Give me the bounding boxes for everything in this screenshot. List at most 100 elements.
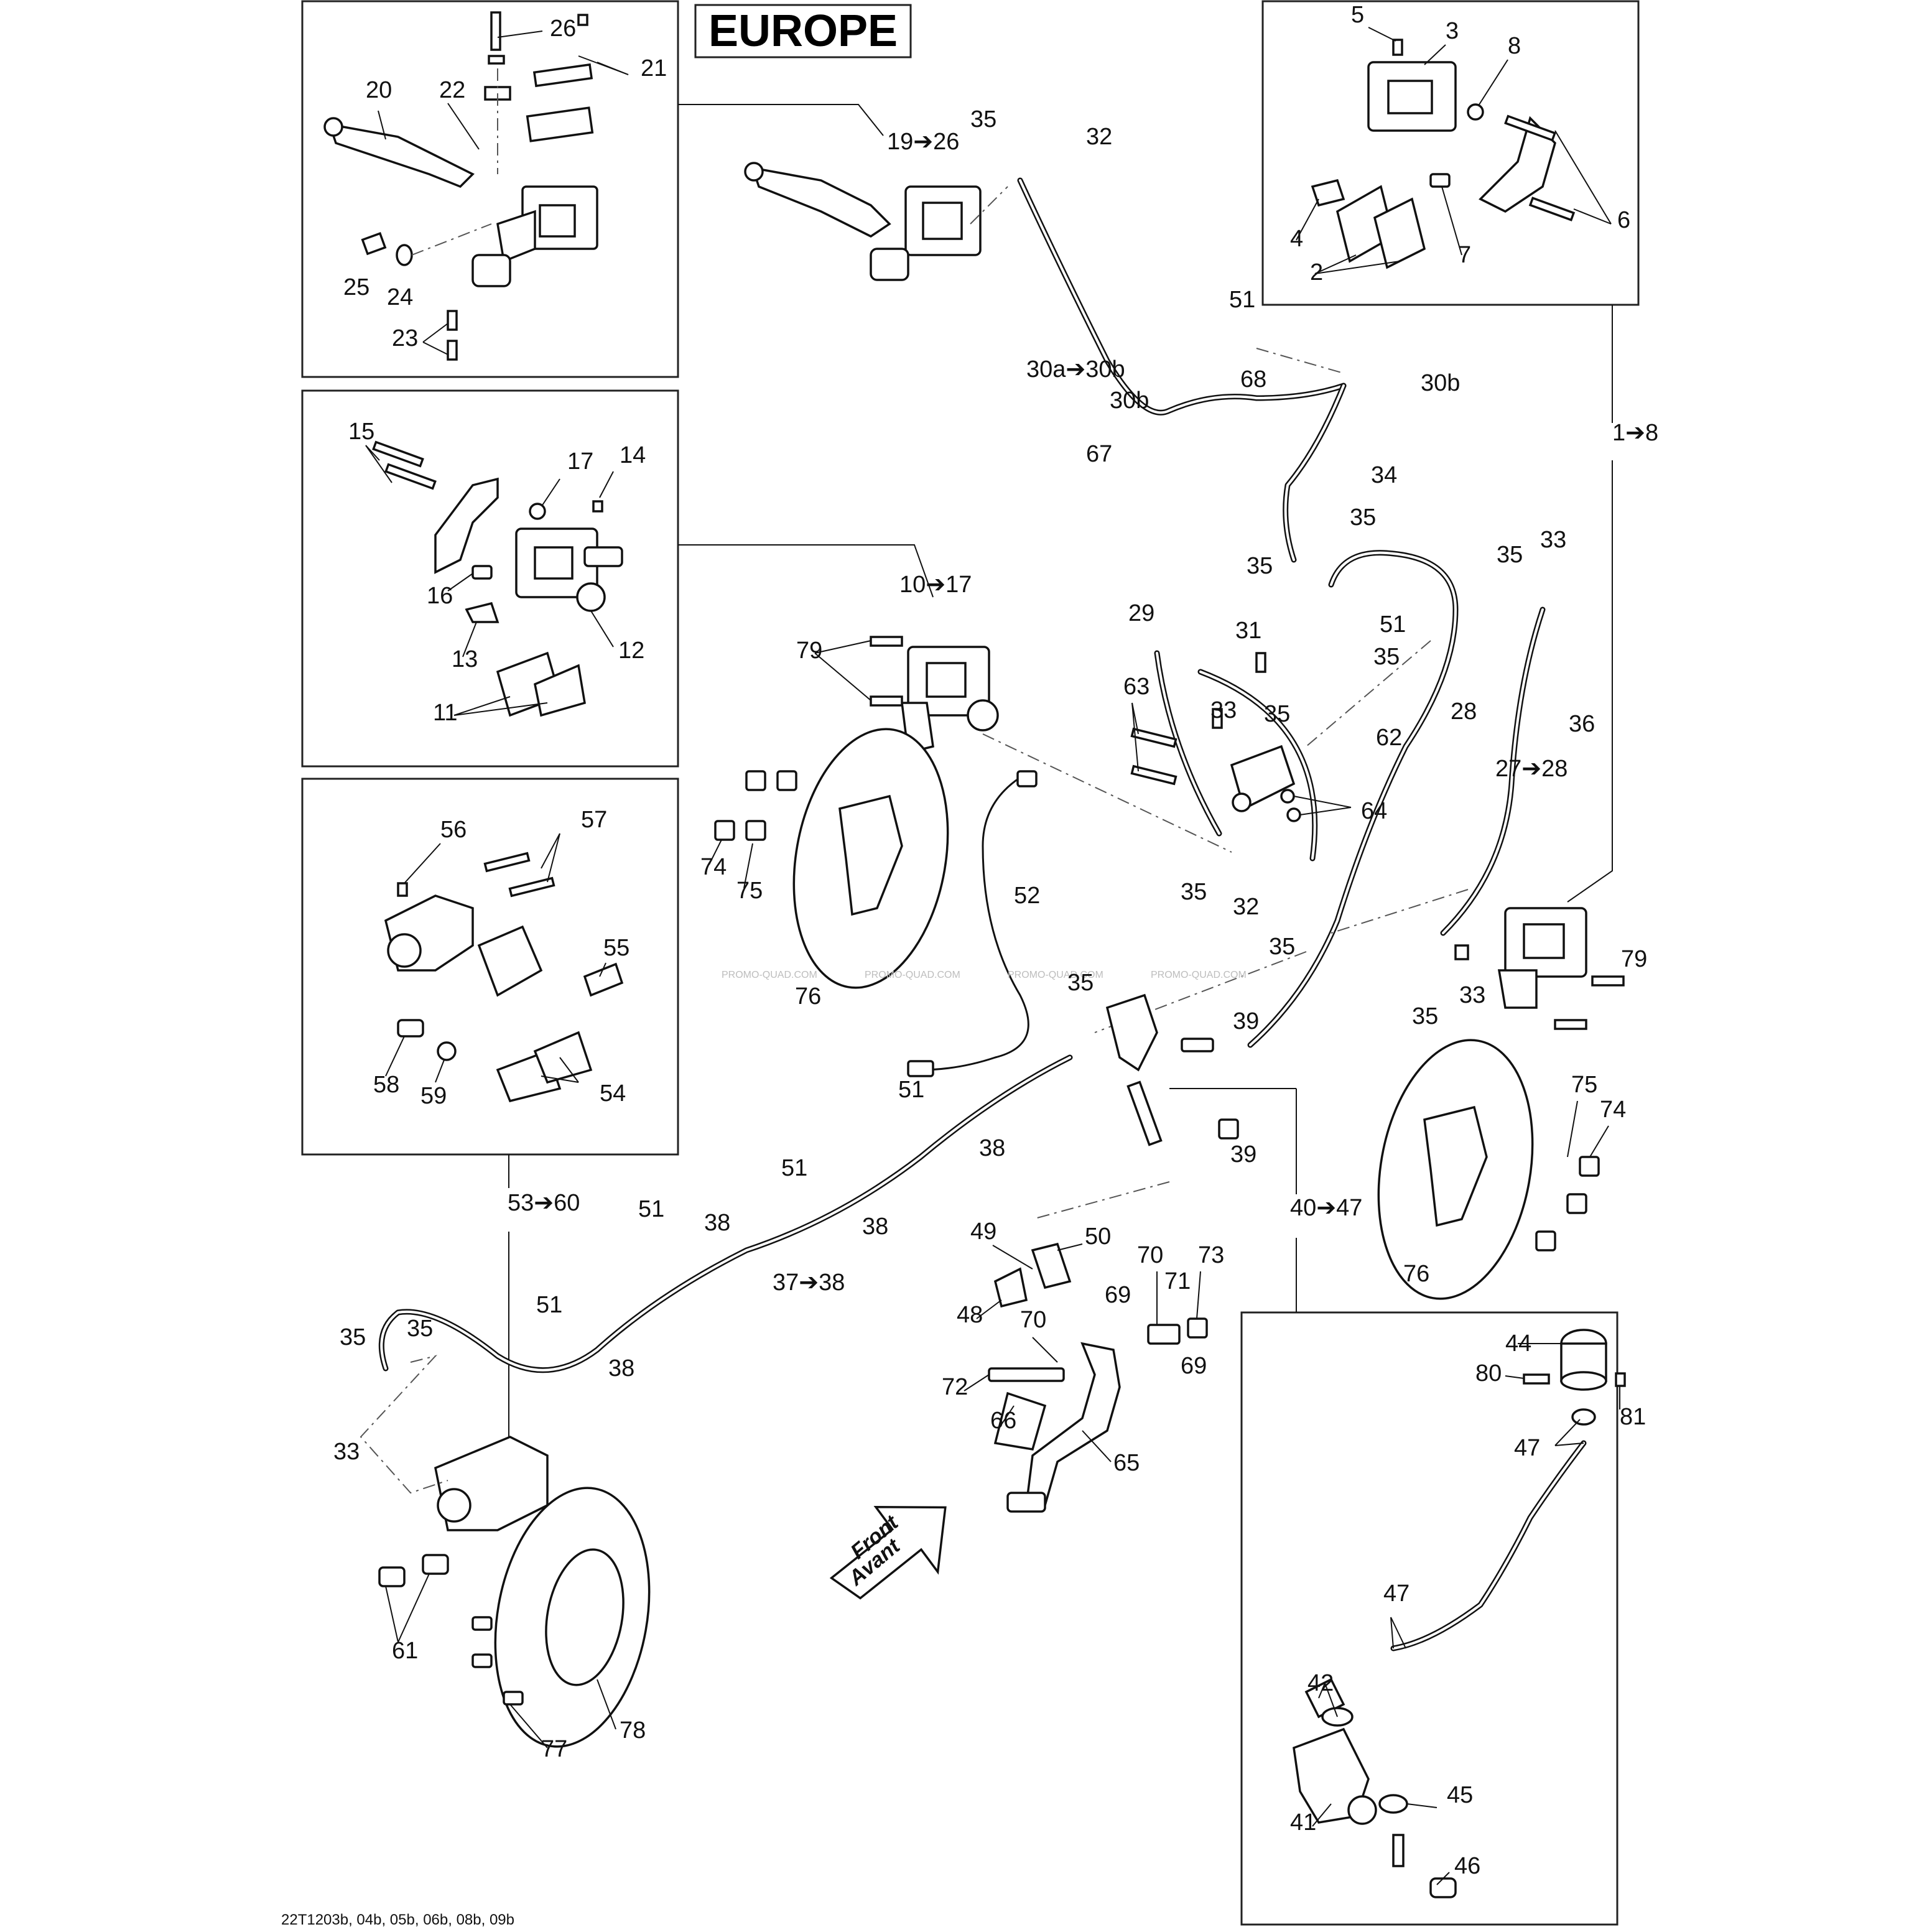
- callout-l47b: 47: [1383, 1581, 1410, 1607]
- brake-light-switch: [1032, 993, 1239, 1220]
- callout-l51e: 51: [638, 1196, 664, 1222]
- callout-l33c: 33: [1459, 982, 1485, 1008]
- callout-l53_60: 53➔60: [508, 1190, 580, 1216]
- callout-l49: 49: [970, 1219, 996, 1245]
- callout-l47a: 47: [1514, 1435, 1540, 1461]
- callout-l21: 21: [641, 55, 667, 81]
- callout-l75b: 75: [1571, 1072, 1597, 1098]
- brake-distribution-block: [1130, 652, 1352, 822]
- callout-l35j: 35: [1412, 1003, 1438, 1029]
- callout-l34: 34: [1371, 462, 1397, 488]
- diagram-title: EUROPE: [708, 6, 898, 56]
- rear-master-cylinder-inset-parts: [1293, 1329, 1626, 1898]
- main-front-right-caliper: [1454, 907, 1625, 1030]
- callout-l42: 42: [1307, 1670, 1334, 1696]
- callout-l76b: 76: [1403, 1261, 1429, 1287]
- callout-l40_47: 40➔47: [1290, 1195, 1362, 1221]
- callout-l25: 25: [343, 274, 369, 300]
- callout-l70b: 70: [1020, 1307, 1046, 1333]
- inset-handlebar-master-cylinder: [301, 0, 679, 378]
- callout-l35d: 35: [1497, 542, 1523, 568]
- watermark-1: PROMO-QUAD.COM: [722, 970, 817, 980]
- callout-l32b: 32: [1233, 894, 1259, 920]
- inset-connectors: [508, 104, 1613, 1437]
- callout-l74a: 74: [700, 854, 727, 880]
- watermark-3: PROMO-QUAD.COM: [1008, 970, 1103, 980]
- footer-code: 22T1203b, 04b, 05b, 06b, 08b, 09b: [281, 1911, 514, 1928]
- callout-l35g: 35: [1181, 879, 1207, 905]
- callout-l35e: 35: [1373, 644, 1400, 670]
- callout-l35f: 35: [1264, 701, 1290, 727]
- callout-l58: 58: [373, 1072, 399, 1098]
- callout-l50: 50: [1085, 1224, 1111, 1250]
- callout-l78: 78: [620, 1717, 646, 1744]
- callout-l16: 16: [427, 583, 453, 609]
- callout-l1_8: 1➔8: [1612, 420, 1658, 446]
- callout-l2: 2: [1310, 259, 1323, 286]
- callout-l72: 72: [942, 1374, 968, 1400]
- inset-front-right-caliper: [1261, 0, 1640, 306]
- callout-l38d: 38: [608, 1355, 634, 1382]
- callout-l80: 80: [1475, 1360, 1502, 1386]
- callout-l61: 61: [392, 1638, 418, 1664]
- callout-l68: 68: [1240, 366, 1266, 392]
- inset-rear-caliper: [301, 778, 679, 1156]
- callout-l4: 4: [1290, 226, 1303, 252]
- main-rear-caliper: [360, 1355, 549, 1643]
- front-right-caliper-inset-parts: [1296, 27, 1612, 274]
- callout-l27_28: 27➔28: [1495, 756, 1567, 782]
- callout-l75a: 75: [736, 878, 763, 904]
- callout-l35i: 35: [1067, 970, 1094, 996]
- callout-l7: 7: [1458, 242, 1471, 268]
- callout-l45: 45: [1447, 1782, 1473, 1808]
- callout-l79a: 79: [796, 638, 822, 664]
- rear-caliper-inset-parts: [384, 833, 624, 1103]
- callout-l35c: 35: [1247, 553, 1273, 579]
- callout-l46: 46: [1454, 1853, 1480, 1879]
- rear-brake-disc: [471, 1487, 651, 1749]
- callout-l56: 56: [440, 817, 467, 843]
- callout-l20: 20: [366, 77, 392, 103]
- callout-l33a: 33: [1540, 527, 1566, 553]
- callout-l51d: 51: [781, 1155, 807, 1181]
- callout-l38b: 38: [704, 1210, 730, 1236]
- callout-l26: 26: [550, 16, 576, 42]
- callout-l32a: 32: [1086, 124, 1112, 150]
- callout-l76a: 76: [795, 983, 821, 1010]
- callout-l51a: 51: [1229, 287, 1255, 313]
- callout-l44: 44: [1505, 1331, 1531, 1357]
- callout-l37_38: 37➔38: [773, 1270, 845, 1296]
- callout-l3: 3: [1446, 18, 1459, 44]
- callout-l69a: 69: [1105, 1282, 1131, 1308]
- front-right-brake-disc: [1377, 1039, 1609, 1300]
- inset-front-left-caliper: [301, 389, 679, 768]
- callout-l73: 73: [1198, 1242, 1224, 1268]
- watermark-4: PROMO-QUAD.COM: [1151, 970, 1247, 980]
- callout-l39b: 39: [1230, 1141, 1256, 1168]
- front-left-caliper-inset-parts: [365, 440, 623, 717]
- callout-l33b: 33: [1210, 697, 1237, 723]
- inset-rear-master-cylinder: [1240, 1311, 1619, 1926]
- callout-l74b: 74: [1600, 1097, 1626, 1123]
- callout-l30b1: 30b: [1110, 388, 1149, 414]
- callout-l38a: 38: [979, 1135, 1005, 1161]
- callout-l41: 41: [1290, 1809, 1316, 1836]
- main-handlebar-master-cylinder: [744, 162, 1008, 281]
- callout-l39a: 39: [1233, 1008, 1259, 1034]
- callout-l31: 31: [1235, 618, 1261, 644]
- callout-l24: 24: [387, 284, 413, 310]
- callout-l12: 12: [618, 638, 644, 664]
- callout-l6: 6: [1617, 207, 1630, 233]
- callout-l17: 17: [567, 448, 593, 475]
- callout-l8: 8: [1508, 33, 1521, 59]
- callout-l35k: 35: [340, 1324, 366, 1350]
- callout-l71: 71: [1164, 1268, 1191, 1294]
- rear-brake-line: [378, 770, 1073, 1373]
- callout-l11: 11: [433, 700, 457, 726]
- callout-l63: 63: [1123, 674, 1149, 700]
- brake-pedal: [964, 1242, 1208, 1513]
- main-front-left-caliper: [814, 636, 999, 755]
- callout-l77: 77: [541, 1736, 567, 1762]
